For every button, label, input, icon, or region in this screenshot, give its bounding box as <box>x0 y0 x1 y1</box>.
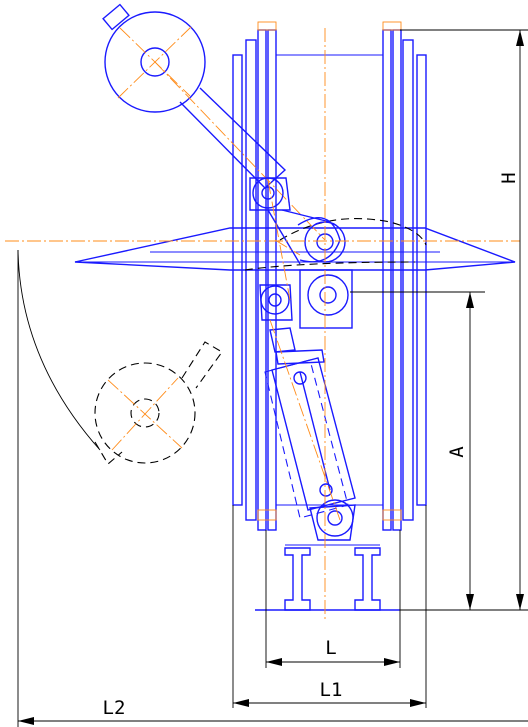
hydraulic-cylinder <box>264 319 356 541</box>
dim-label-H: H <box>498 172 520 183</box>
dim-label-L1: L1 <box>320 679 343 701</box>
dim-label-L: L <box>325 637 336 659</box>
valve-body <box>232 21 427 531</box>
center-lines <box>5 28 520 620</box>
counterweight-lower-position <box>17 249 223 465</box>
counterweight-upper <box>102 3 326 241</box>
support-base <box>255 544 400 611</box>
dim-label-L2: L2 <box>103 697 126 719</box>
dim-label-A: A <box>446 446 468 458</box>
valve-disc <box>74 218 516 271</box>
dimension-lines <box>17 29 528 727</box>
lever-linkage <box>249 177 353 329</box>
